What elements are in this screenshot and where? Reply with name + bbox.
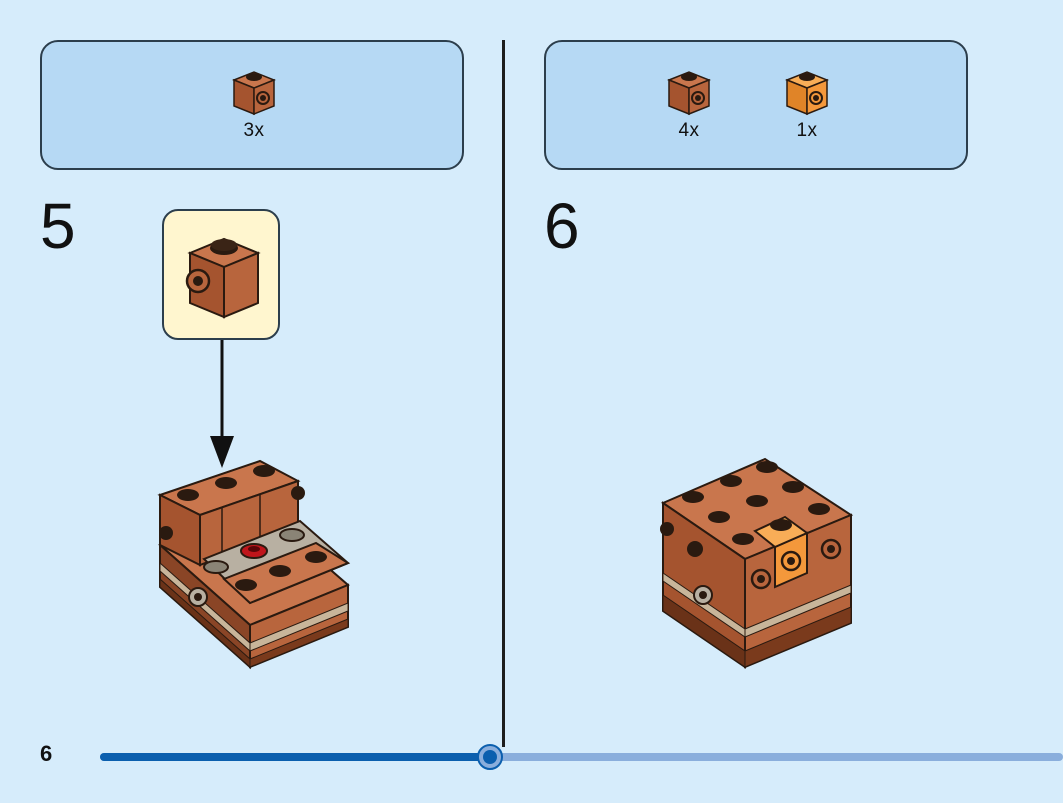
part-quantity: 1x <box>796 120 818 141</box>
part-item: 3x <box>224 68 284 142</box>
step-6-model <box>660 457 854 669</box>
brick-1x1-studs-side-reddish-brown-icon <box>667 71 711 116</box>
step-number: 6 <box>544 190 580 262</box>
sub-assembly-callout <box>162 209 280 340</box>
brick-1x1-studs-side-orange-icon <box>785 71 829 116</box>
step-5-model <box>157 459 351 670</box>
part-quantity: 4x <box>678 120 700 141</box>
step-number: 5 <box>40 190 76 262</box>
progress-fill <box>100 753 491 761</box>
brick-1x1-studs-side-reddish-brown-icon <box>232 71 276 116</box>
brick-1x1-studs-side-reddish-brown-icon <box>185 237 261 319</box>
page-number: 6 <box>40 741 53 766</box>
step-5-parts-list: 3x <box>40 40 464 170</box>
progress-bar <box>100 753 1063 761</box>
part-quantity: 3x <box>243 120 265 141</box>
step-6-parts-list: 4x 1x <box>544 40 968 170</box>
part-item: 1x <box>777 68 837 142</box>
progress-marker <box>477 744 503 770</box>
part-item: 4x <box>659 68 719 142</box>
page-divider <box>502 40 505 747</box>
placement-arrow-icon <box>210 340 234 468</box>
